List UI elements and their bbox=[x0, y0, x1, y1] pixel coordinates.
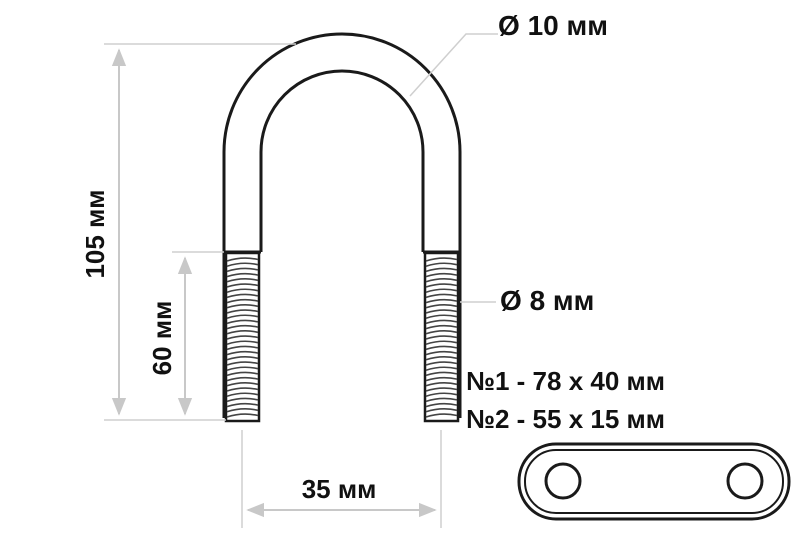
diameter-icon: Ø bbox=[500, 285, 522, 316]
thread-line bbox=[226, 324, 259, 330]
thread-line bbox=[226, 382, 259, 387]
thread-line bbox=[226, 330, 259, 335]
thread-line bbox=[226, 350, 259, 356]
thread-line bbox=[425, 304, 458, 309]
mounting-plate bbox=[517, 442, 791, 521]
thread-length-label: 60 мм bbox=[147, 301, 177, 376]
thread-line bbox=[226, 392, 259, 397]
thread-line bbox=[226, 304, 259, 309]
thread-line bbox=[226, 298, 259, 304]
rod-diameter-label: Ø 10 мм bbox=[498, 10, 608, 41]
thread-line bbox=[425, 371, 458, 377]
thread-diameter-value: 8 мм bbox=[530, 285, 595, 316]
thread-line bbox=[425, 340, 458, 345]
plate-option-1-label: №1 - 78 x 40 мм bbox=[466, 366, 665, 396]
u-bolt-outer-contour bbox=[222, 32, 462, 418]
thread-line bbox=[425, 350, 458, 356]
thread-line bbox=[425, 257, 458, 262]
rod-diameter-leader bbox=[409, 33, 498, 97]
thread-line bbox=[226, 309, 259, 314]
rod-diameter-value: 10 мм bbox=[528, 10, 608, 41]
thread-line bbox=[425, 361, 458, 366]
thread-line bbox=[226, 335, 259, 340]
thread-line bbox=[226, 262, 259, 267]
total-height-label: 105 мм bbox=[80, 189, 110, 278]
thread-line bbox=[425, 288, 458, 293]
u-bolt bbox=[222, 32, 462, 423]
thread-line bbox=[425, 272, 458, 278]
thread-diameter-label: Ø 8 мм bbox=[500, 285, 594, 316]
thread-line bbox=[226, 257, 259, 262]
thread-line bbox=[425, 413, 458, 418]
thread-line bbox=[425, 314, 458, 319]
thread-line bbox=[226, 376, 259, 382]
thread-line bbox=[425, 262, 458, 267]
thread-line bbox=[425, 267, 458, 273]
plate-inner-edge bbox=[524, 449, 784, 514]
thread-line bbox=[425, 283, 458, 288]
thread-line bbox=[425, 356, 458, 361]
thread-line bbox=[226, 402, 259, 408]
thread-line bbox=[425, 330, 458, 335]
thread-line bbox=[425, 309, 458, 314]
thread-line bbox=[425, 293, 458, 299]
thread-line bbox=[226, 387, 259, 392]
inner-width-label: 35 мм bbox=[302, 474, 377, 504]
thread-line bbox=[226, 293, 259, 299]
thread-line bbox=[226, 272, 259, 278]
thread-line bbox=[425, 392, 458, 397]
thread-line bbox=[425, 319, 458, 325]
thread-line bbox=[226, 283, 259, 288]
plate-hole-right bbox=[726, 462, 764, 500]
thread-line bbox=[425, 397, 458, 403]
thread-line bbox=[425, 324, 458, 330]
thread-line bbox=[226, 361, 259, 366]
plate-hole-left bbox=[544, 462, 582, 500]
thread-line bbox=[425, 335, 458, 340]
thread-line bbox=[425, 376, 458, 382]
thread-line bbox=[226, 366, 259, 371]
extension-lines bbox=[104, 43, 442, 528]
thread-line bbox=[226, 314, 259, 319]
thread-line bbox=[226, 397, 259, 403]
plate-outline bbox=[517, 442, 791, 521]
thread-line bbox=[226, 340, 259, 345]
thread-line bbox=[226, 356, 259, 361]
thread-line bbox=[425, 408, 458, 413]
thread-line bbox=[226, 408, 259, 413]
thread-line bbox=[226, 413, 259, 418]
thread-line bbox=[425, 278, 458, 283]
thread-line bbox=[226, 319, 259, 325]
thread-line bbox=[425, 402, 458, 408]
thread-line bbox=[425, 387, 458, 392]
right-thread-lines bbox=[425, 257, 458, 418]
thread-line bbox=[226, 267, 259, 273]
thread-line bbox=[425, 382, 458, 387]
thread-line bbox=[425, 366, 458, 371]
thread-line bbox=[226, 288, 259, 293]
left-thread-lines bbox=[226, 257, 259, 418]
plate-option-2-label: №2 - 55 x 15 мм bbox=[466, 404, 665, 434]
thread-line bbox=[226, 371, 259, 377]
thread-line bbox=[425, 345, 458, 351]
u-bolt-inner-contour bbox=[259, 69, 425, 252]
diameter-icon: Ø bbox=[498, 10, 520, 41]
thread-line bbox=[226, 345, 259, 351]
thread-line bbox=[226, 278, 259, 283]
thread-line bbox=[425, 298, 458, 304]
